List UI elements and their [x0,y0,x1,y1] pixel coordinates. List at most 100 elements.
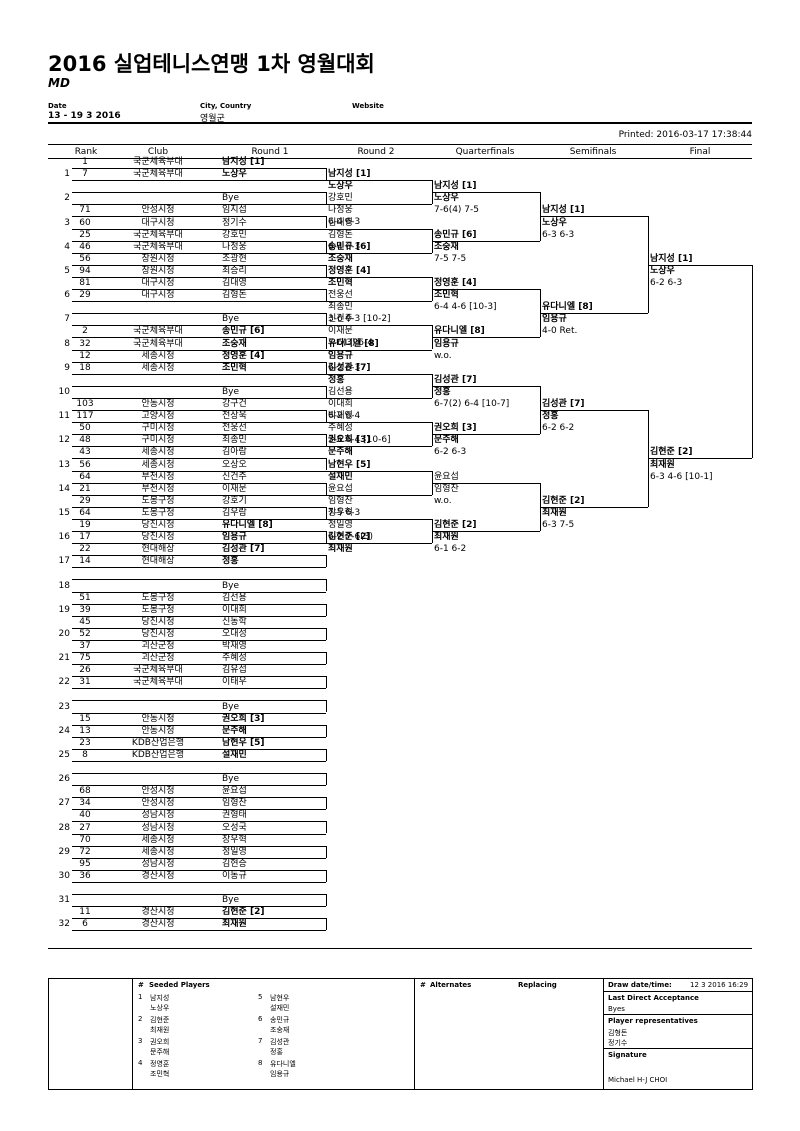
player-club: 부천시청 [141,471,175,482]
row-rule [72,168,326,169]
round2-player: 이재문 [328,326,353,337]
player-club: 안성시청 [141,786,175,797]
round2-player: 노상우 [328,181,353,192]
quarterfinals-connector [540,385,541,435]
draw-position: 29 [58,846,70,857]
seed-rank: 19 [79,520,91,530]
semifinals-score: 6-2 6-2 [542,423,575,434]
footer-divider-3 [603,978,604,1090]
round1-player: 이재문 [222,483,247,494]
row-rule [72,216,326,217]
seeded-player-name: 남현우 [270,994,290,1002]
draw-position: 32 [58,919,70,930]
row-rule [72,639,326,641]
round2-connector [432,276,433,302]
seed-rank: 94 [79,265,91,276]
player-club: 세종시청 [141,350,175,361]
player-club: 국군체육부대 [133,338,183,349]
round1-player: 전상욱 [222,411,247,422]
row-rule [72,325,326,327]
draw-position: 16 [58,532,70,543]
round1-player: 강구건 [222,399,247,409]
round2-line [326,325,432,327]
round2-player: 권오희 [3] [328,435,371,446]
round1-player: Bye [222,386,240,397]
round1-player: Bye [222,580,240,591]
round2-player: 문주해 [328,447,353,458]
round2-line [326,276,432,278]
seeded-players-title: Seeded Players [149,981,210,989]
round1-player: 신동학 [222,616,247,627]
row-rule [72,652,326,653]
round1-player: 김유섭 [222,665,247,676]
seeded-player-name: 조민혁 [150,1070,170,1078]
row-rule [72,736,326,738]
row-rule [72,204,326,206]
round2-line [326,228,432,230]
seed-rank: 23 [79,737,91,748]
row-rule [72,857,326,859]
round2-line [326,204,432,206]
semifinals-line [540,216,648,218]
rep-1: 김형돈 [608,1029,628,1037]
player-club: 당진시청 [141,532,175,543]
draw-position: 24 [58,725,70,736]
round2-player: 임형찬 [328,495,353,506]
round1-player: 김우람 [222,507,247,518]
footer-top-border [48,978,752,979]
player-club: 세종시청 [141,846,175,857]
seed-rank: 70 [79,834,91,845]
player-club: 괴산군청 [141,641,175,651]
round1-player: 이동규 [222,870,247,881]
row-rule [72,410,326,411]
draw-position: 26 [58,774,70,785]
round2-score: 7-6(3) 6-4 [328,338,374,349]
round1-player: 김형돈 [222,290,247,301]
row-rule [72,470,326,472]
round1-player: 최승리 [222,265,247,276]
round2-player: 설재민 [328,471,353,482]
quarterfinals-line [432,337,540,339]
semifinals-line [540,410,648,411]
player-club: 당진시청 [141,520,175,530]
round1-player: 권오희 [3] [222,713,265,724]
quarterfinals-connector [540,482,541,531]
round1-connector [326,482,327,495]
draw-date-label: Draw date/time: [608,981,672,989]
round2-player: 김형돈 [328,229,353,240]
seeded-player-name: 김현준 [150,1016,170,1024]
round1-connector [326,603,327,616]
draw-position: 19 [58,604,70,615]
seed-number: 1 [138,993,143,1001]
seed-rank: 81 [79,278,91,288]
quarterfinals-player: 조숭재 [434,241,459,252]
player-club: 안동시청 [141,725,175,736]
round2-player: 박재영 [328,411,353,422]
round2-line [326,518,432,520]
round1-player: 정일영 [222,846,247,857]
row-rule [72,531,326,532]
round2-player: 강호민 [328,193,353,204]
semifinals-score: 6-3 6-3 [542,229,575,240]
row-rule [72,228,326,230]
seed-number: 7 [258,1037,263,1045]
round1-connector [326,773,327,786]
row-rule [72,579,326,580]
round2-player: 남지성 [1] [328,169,371,180]
quarterfinals-line [432,531,540,532]
round2-player: 최재원 [328,544,353,555]
row-rule [72,180,326,182]
semifinals-player: 유다니엘 [8] [542,302,593,313]
row-rule [72,688,326,690]
player-club: 경산시청 [141,870,175,881]
column-header-round2: Round 2 [357,147,395,157]
player-club: 성남시청 [141,810,175,821]
round1-player: 남지성 [1] [222,157,265,167]
player-club: 안동시청 [141,713,175,724]
seed-rank: 29 [79,495,91,506]
round2-line [326,470,432,472]
player-club: 현대해상 [141,556,175,567]
quarterfinals-player: 김현준 [2] [434,520,477,530]
round1-connector [326,652,327,665]
seed-number: 6 [258,1015,263,1023]
